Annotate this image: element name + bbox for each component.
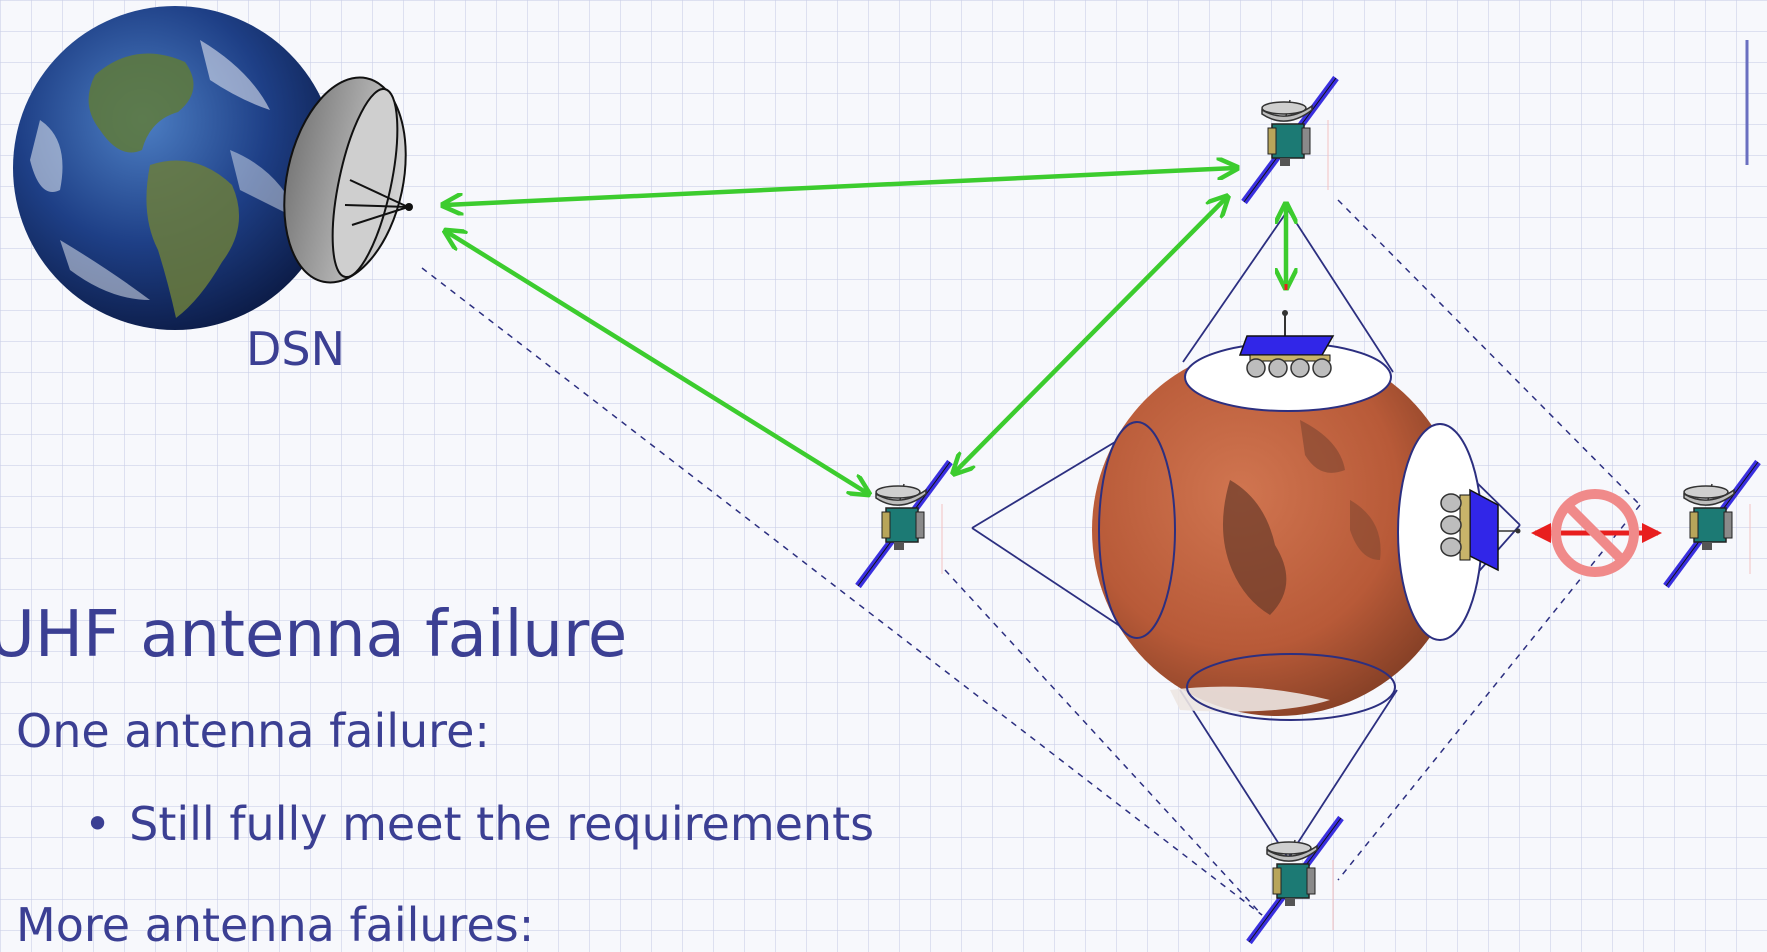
orbiter-icon (858, 462, 950, 586)
orbiter-icon (1249, 818, 1341, 942)
mars-icon (1092, 343, 1482, 720)
bullet-subitem: • Still fully meet the requirements (84, 797, 874, 851)
rover-icon (1240, 310, 1333, 377)
dsn-label: DSN (246, 322, 345, 376)
bullet-subitem-text: Still fully meet the requirements (129, 797, 874, 851)
bullet-item: More antenna failures: (16, 898, 534, 952)
orbiter-icon (1666, 462, 1758, 586)
bullet-heading: UHF antenna failure (0, 598, 627, 672)
orbiter-icon (1244, 78, 1336, 202)
bullet-item: One antenna failure: (16, 704, 490, 758)
bullet-dot: • (84, 797, 111, 851)
